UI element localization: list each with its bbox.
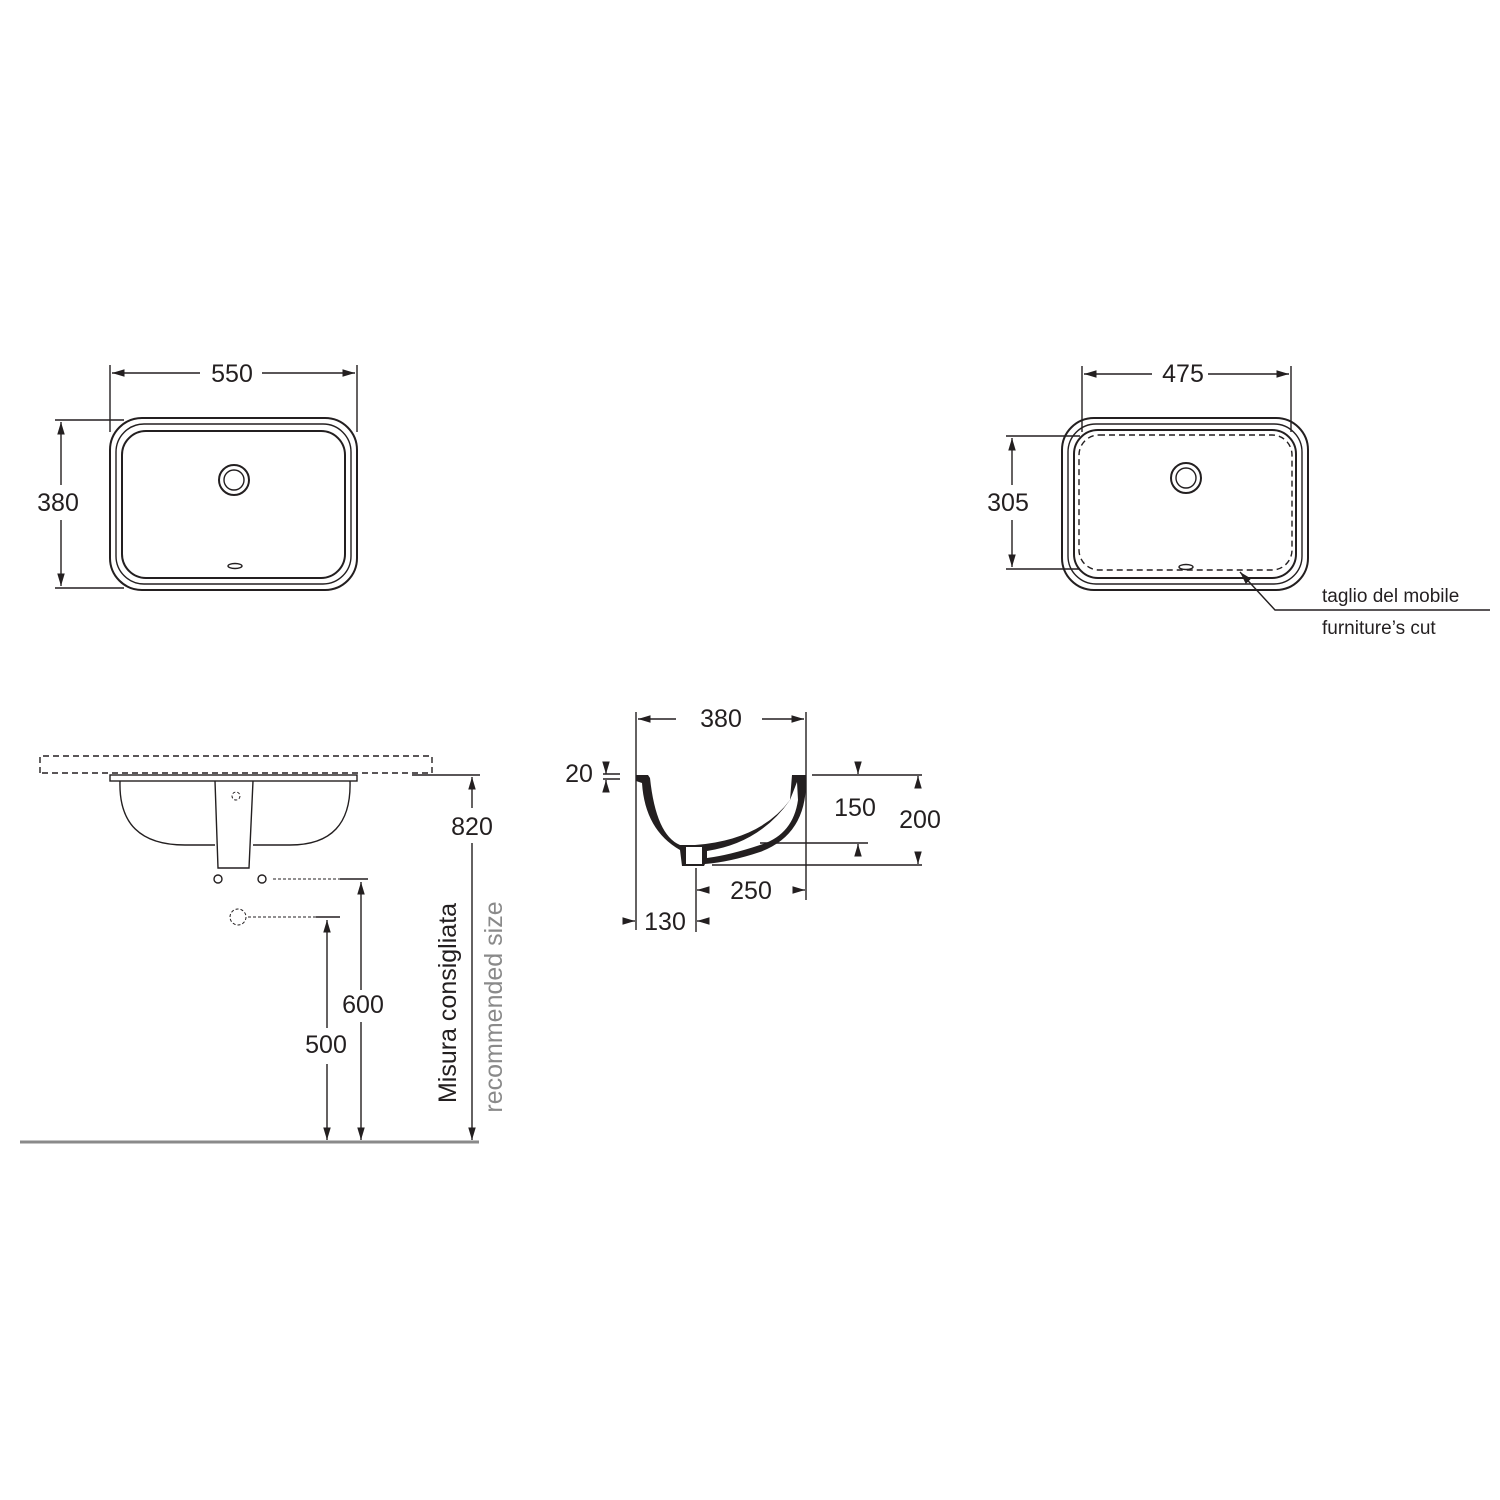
drain-icon [1170, 462, 1202, 494]
furniture-cut-outline [1078, 434, 1293, 571]
trap [214, 780, 254, 869]
side-view: 600 500 820 Misura consigliata recommend… [20, 755, 508, 1144]
dim-cut-width: 475 [1162, 360, 1204, 388]
dim-supply-height: 600 [342, 991, 384, 1019]
dim-depth: 380 [37, 489, 79, 517]
dim-rim: 20 [565, 760, 593, 788]
drain-icon [218, 464, 250, 496]
dim-recommended-height: 820 [451, 813, 493, 841]
leader-line [1239, 571, 1490, 611]
basin-rim [115, 423, 352, 585]
dim-total-depth: 200 [899, 806, 941, 834]
cut-view: 475 305 taglio del mobile furniture’s cu… [987, 360, 1490, 639]
dim-inner-depth: 150 [834, 794, 876, 822]
label-it: taglio del mobile [1322, 586, 1459, 607]
dim-drain-to-back: 250 [730, 877, 772, 905]
dim-waste-height: 500 [305, 1031, 347, 1059]
section-view: 380 20 150 200 250 130 [565, 705, 941, 936]
supply-valve-icon [213, 874, 223, 884]
dim-section-width: 380 [700, 705, 742, 733]
dim-cut-depth: 305 [987, 489, 1029, 517]
basin-bowl [121, 430, 346, 579]
top-view: 550 380 [37, 360, 358, 591]
dim-width: 550 [211, 360, 253, 388]
label-en: furniture’s cut [1322, 618, 1436, 639]
label-it: Misura consigliata [434, 903, 462, 1103]
supply-valve-icon [257, 874, 267, 884]
dim-drain-from-front: 130 [644, 908, 686, 936]
countertop [39, 755, 433, 774]
basin-profile [119, 780, 351, 846]
label-en: recommended size [480, 901, 508, 1112]
waste-outlet-icon [229, 908, 247, 926]
basin-outline [109, 417, 358, 591]
overflow-icon [227, 562, 243, 570]
